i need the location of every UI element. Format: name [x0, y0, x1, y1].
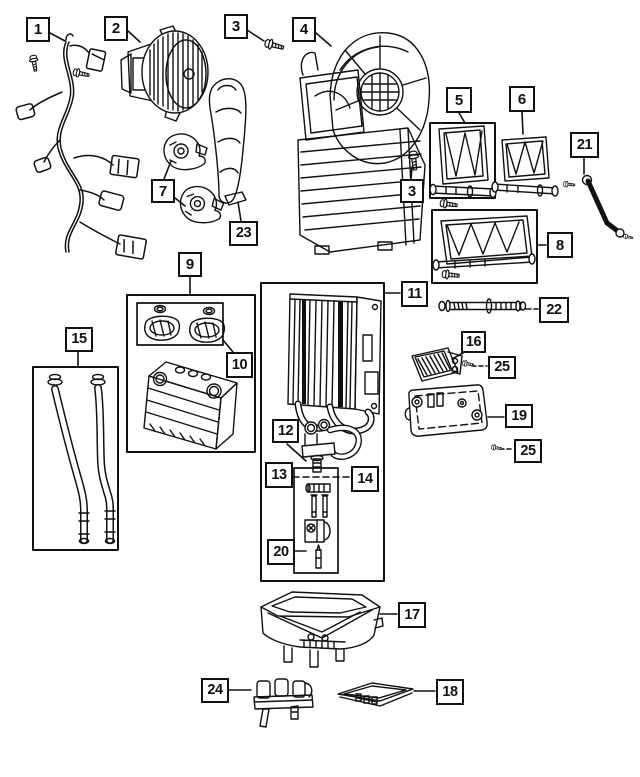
- callout-15[interactable]: 15: [65, 327, 93, 352]
- line-fitting-art: [301, 418, 362, 473]
- callout-25b[interactable]: 25: [514, 439, 542, 463]
- callout-3b[interactable]: 3: [400, 179, 424, 203]
- blend-door-8-art: [432, 215, 536, 281]
- seal-kit-art: [143, 304, 226, 343]
- callout-1[interactable]: 1: [26, 17, 50, 42]
- connector-bracket-art: [253, 678, 314, 728]
- duct-bracket-art: [208, 78, 247, 206]
- actuators-art: [163, 133, 225, 224]
- heater-hoses-art: [47, 373, 116, 545]
- callout-4[interactable]: 4: [292, 17, 316, 42]
- callout-8[interactable]: 8: [547, 232, 573, 258]
- callout-17[interactable]: 17: [398, 602, 426, 628]
- callout-11[interactable]: 11: [401, 281, 428, 307]
- callout-6[interactable]: 6: [509, 86, 535, 112]
- blend-door-5-art: [429, 125, 497, 211]
- callout-18[interactable]: 18: [436, 679, 464, 705]
- callout-12[interactable]: 12: [272, 419, 299, 443]
- callout-5[interactable]: 5: [446, 87, 472, 113]
- linkage-art: [562, 174, 634, 241]
- lower-housing-art: [260, 591, 384, 668]
- callout-7[interactable]: 7: [151, 179, 175, 203]
- callout-24[interactable]: 24: [201, 678, 229, 703]
- cover-plate-art: [337, 682, 414, 707]
- callout-9[interactable]: 9: [178, 252, 202, 277]
- blower-motor-art: [120, 25, 209, 122]
- wiring-harness-art: [15, 33, 147, 260]
- callout-23[interactable]: 23: [229, 221, 258, 246]
- hvac-housing-art: [297, 32, 431, 255]
- callout-20[interactable]: 20: [267, 539, 295, 565]
- callout-25a[interactable]: 25: [488, 356, 516, 379]
- callout-3[interactable]: 3: [224, 14, 248, 39]
- shaft-art: [438, 298, 527, 314]
- heater-core-art: [143, 361, 238, 450]
- callout-13[interactable]: 13: [265, 462, 293, 488]
- valve-kit-art: [304, 483, 331, 569]
- blend-door-6-art: [491, 136, 559, 197]
- callout-21[interactable]: 21: [570, 132, 599, 158]
- control-module-art: [404, 384, 488, 437]
- evaporator-art: [287, 293, 382, 435]
- leader-lines: [49, 29, 585, 692]
- callout-14[interactable]: 14: [351, 466, 379, 492]
- callout-10[interactable]: 10: [226, 352, 253, 378]
- callout-16[interactable]: 16: [461, 331, 486, 353]
- callout-2[interactable]: 2: [104, 16, 128, 41]
- blower-resistor-art: [411, 347, 463, 382]
- callout-22[interactable]: 22: [539, 297, 569, 323]
- callout-19[interactable]: 19: [505, 404, 533, 428]
